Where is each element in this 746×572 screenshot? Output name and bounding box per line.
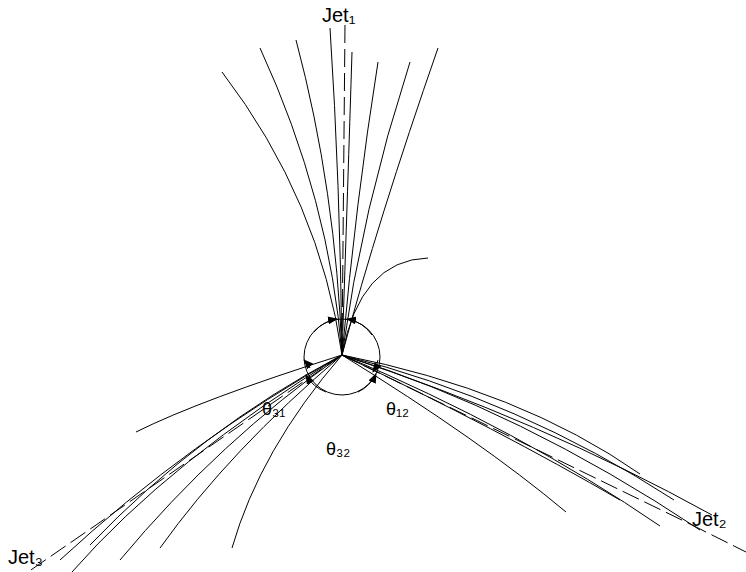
jet-label: Jet₂ xyxy=(692,508,726,530)
angle-label: θ₁₂ xyxy=(386,400,409,420)
angle-label: θ₃₂ xyxy=(326,440,350,460)
jet-label: Jet₁ xyxy=(322,4,355,26)
jet-label: Jet₃ xyxy=(8,546,43,568)
angle-label: θ₃₁ xyxy=(262,400,285,420)
